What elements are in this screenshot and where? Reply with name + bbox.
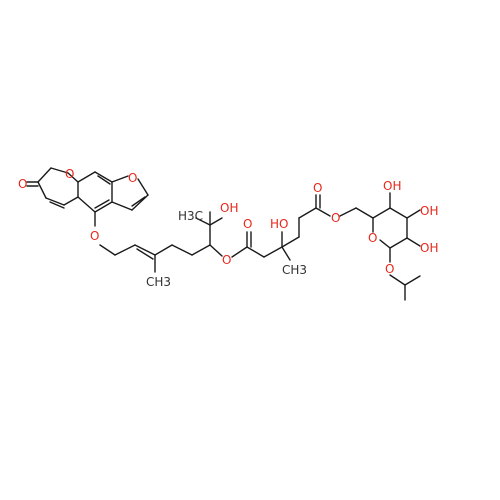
bond: [134, 244, 156, 256]
atom-labels: O O O O OH H3C O O HO CH3 CH3 O O O OH O…: [18, 167, 438, 289]
bond: [355, 207, 374, 219]
bond: [49, 201, 65, 209]
bond: [45, 197, 65, 206]
bond: [191, 244, 211, 256]
bond: [50, 167, 69, 174]
bond: [389, 237, 408, 249]
bond: [379, 239, 391, 249]
ester2-oxygen-label: O: [331, 211, 340, 225]
furan-oxygen-label: O: [128, 171, 137, 185]
bond: [111, 201, 133, 211]
aryl-ether-oxygen-label: O: [90, 229, 99, 243]
bond: [298, 207, 317, 219]
carbonyl-oxygen-label: O: [18, 177, 27, 191]
bond: [209, 217, 223, 226]
bond: [94, 171, 113, 183]
bond: [94, 199, 110, 209]
bond: [209, 244, 223, 257]
allylic-methyl-label: CH3: [146, 275, 171, 289]
ester-oxygen-label: O: [222, 253, 231, 267]
sugar-hydroxyl-label: OH: [420, 241, 438, 255]
bond: [406, 237, 421, 247]
tertiary-hydroxyl-label: HO: [270, 217, 288, 231]
bond: [137, 178, 149, 196]
ester-carbonyl-oxygen-label: O: [243, 217, 252, 231]
bond: [94, 201, 113, 213]
bond: [372, 207, 391, 219]
tertiary-methyl-label: CH3: [282, 263, 307, 277]
bonds: [26, 167, 421, 301]
pyranone-oxygen-label: O: [65, 167, 74, 181]
bond: [136, 248, 154, 260]
bond: [339, 207, 357, 217]
sugar-ring-oxygen-label: O: [368, 231, 377, 245]
bond: [37, 167, 52, 183]
quaternary-methyl-label: H3C: [178, 209, 203, 223]
quaternary-hydroxyl-label: OH: [220, 201, 238, 215]
bond: [37, 181, 47, 199]
bond: [99, 244, 116, 256]
bond: [171, 244, 193, 256]
bond: [97, 175, 111, 185]
bond: [77, 171, 96, 183]
bond: [77, 196, 96, 213]
bond: [131, 196, 146, 207]
bond: [406, 209, 421, 219]
bond: [389, 274, 406, 286]
bond: [389, 207, 408, 219]
glycoside-oxygen-label: O: [385, 262, 394, 276]
bond: [114, 244, 136, 256]
bond: [63, 196, 79, 206]
bond: [315, 207, 331, 217]
ester2-carbonyl-oxygen-label: O: [313, 181, 322, 195]
bond: [111, 175, 129, 183]
bond: [154, 244, 173, 256]
sugar-hydroxyl-label: OH: [383, 179, 401, 193]
sugar-hydroxyl-label: OH: [420, 204, 438, 218]
bond: [404, 275, 421, 286]
bond: [67, 172, 79, 183]
bond: [281, 236, 300, 248]
bond: [246, 246, 265, 258]
bond: [263, 246, 283, 258]
bond: [281, 246, 291, 261]
bond: [231, 246, 248, 258]
bond: [195, 217, 211, 226]
